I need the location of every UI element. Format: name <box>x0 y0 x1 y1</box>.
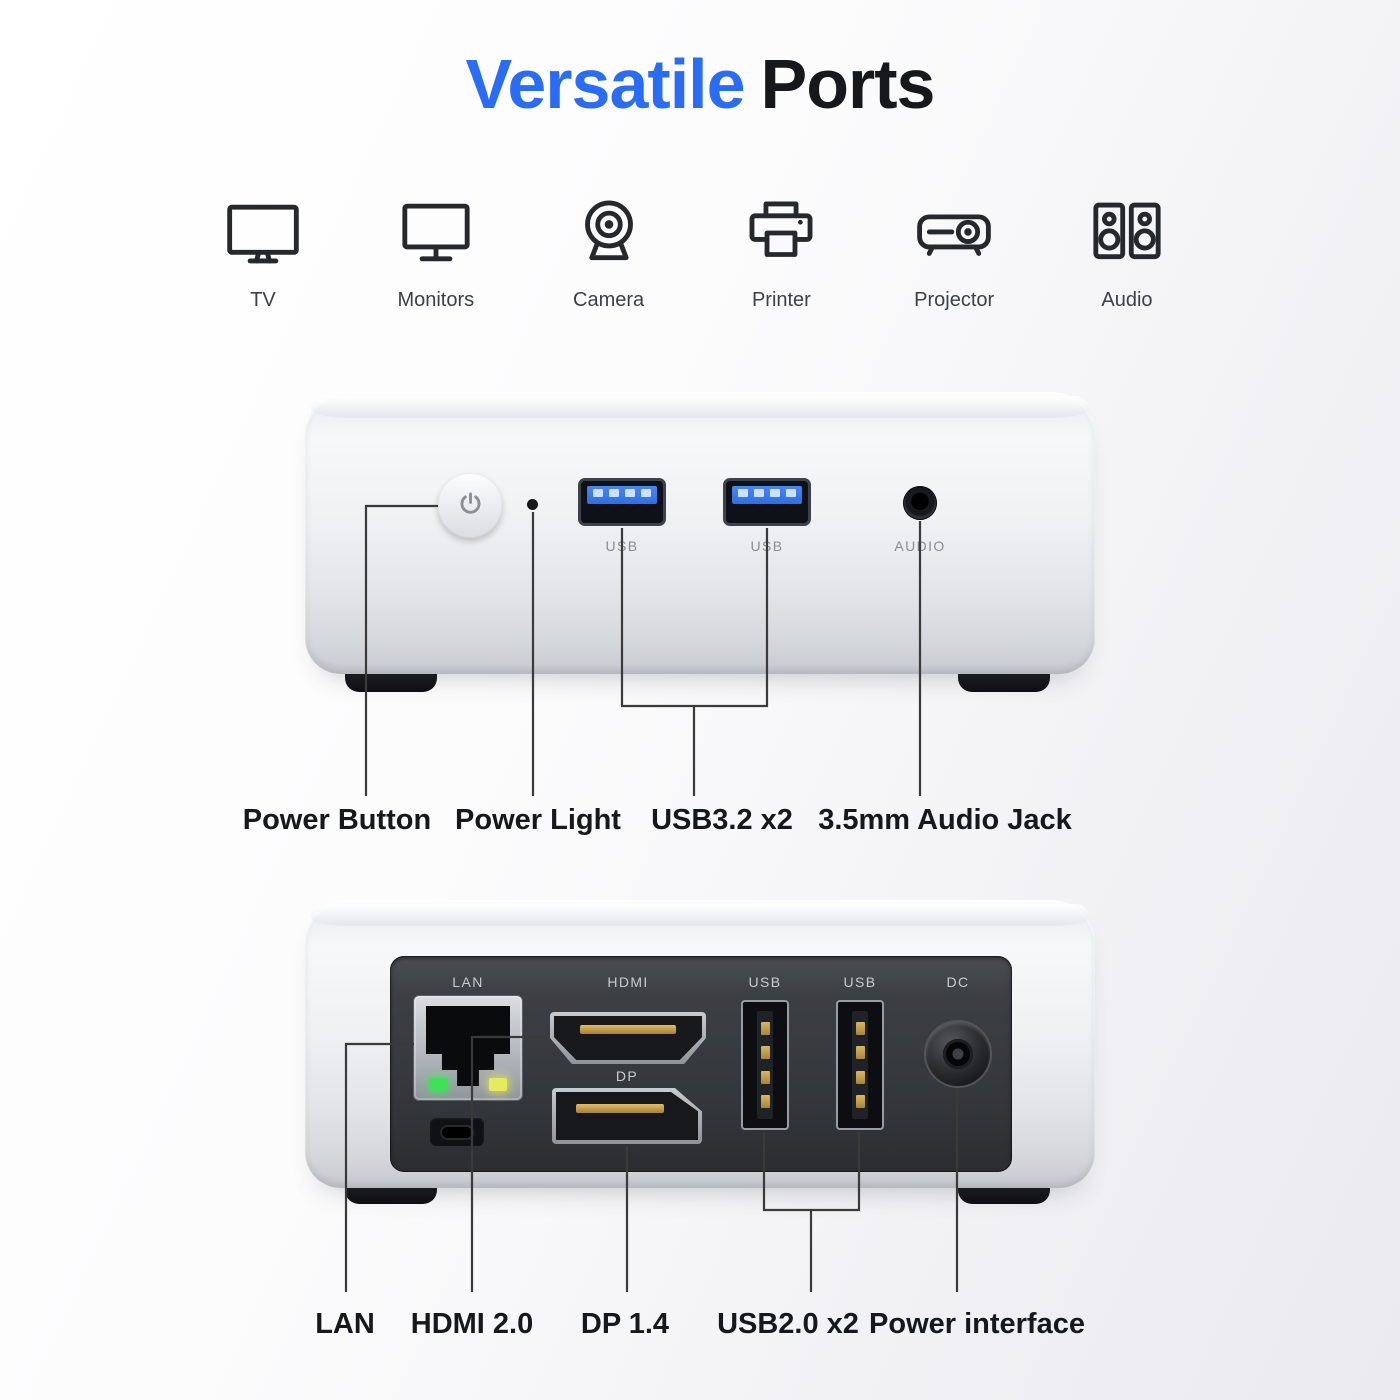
audio-port-label: AUDIO <box>894 538 946 554</box>
device-label: Audio <box>1101 289 1153 311</box>
tv-icon <box>220 190 306 281</box>
device-label: Camera <box>573 289 645 311</box>
lan-port-label: LAN <box>452 974 484 990</box>
dp-opening <box>556 1092 698 1140</box>
device-item-projector: Projector <box>879 190 1029 312</box>
usb-port-label: USB <box>748 974 782 990</box>
monitor-icon <box>393 190 479 281</box>
device-icons-row: TV Monitors Camera Printer Projector <box>188 190 1202 312</box>
power-light-led <box>527 499 538 510</box>
lan-led-yellow <box>489 1078 507 1091</box>
callout-lan: LAN <box>315 1308 375 1340</box>
hdmi-pins <box>580 1025 676 1034</box>
device-label: Projector <box>914 289 995 311</box>
webcam-icon <box>566 190 652 281</box>
usb2-port-1 <box>741 1000 789 1130</box>
device-label: Printer <box>751 289 811 311</box>
device-label: Monitors <box>397 289 475 311</box>
lock-slot-opening <box>442 1126 472 1138</box>
printer-icon <box>738 190 824 281</box>
callout-usb32: USB3.2 x2 <box>651 804 793 836</box>
callout-audio-jack: 3.5mm Audio Jack <box>818 804 1072 836</box>
lan-port <box>414 996 522 1100</box>
device-item-audio: Audio <box>1052 190 1202 312</box>
usb-tongue <box>757 1011 773 1119</box>
usb-tongue <box>587 486 657 504</box>
title-highlight: Versatile <box>465 45 746 123</box>
callout-usb20: USB2.0 x2 <box>717 1308 859 1340</box>
usb-port-label: USB <box>843 974 877 990</box>
callout-power-light: Power Light <box>455 804 621 836</box>
device-item-printer: Printer <box>706 190 856 312</box>
device-item-tv: TV <box>188 190 338 312</box>
dp-port-label: DP <box>615 1068 639 1084</box>
usb2-port-2 <box>836 1000 884 1130</box>
usb-tongue <box>732 486 802 504</box>
device-label: TV <box>250 289 276 311</box>
power-icon <box>457 490 484 522</box>
dc-power-port <box>926 1022 990 1086</box>
callout-power-interface: Power interface <box>869 1308 1085 1340</box>
speakers-icon <box>1084 190 1170 281</box>
power-button <box>438 474 502 538</box>
lock-slot <box>430 1118 484 1146</box>
usb3-port-1 <box>578 478 666 526</box>
hdmi-opening <box>554 1016 702 1060</box>
dc-port-label: DC <box>946 974 970 990</box>
dp-pins <box>576 1104 664 1113</box>
callout-hdmi: HDMI 2.0 <box>410 1308 534 1340</box>
usb-port-label: USB <box>605 538 639 554</box>
device-item-camera: Camera <box>534 190 684 312</box>
projector-icon <box>911 190 997 281</box>
hdmi-port-label: HDMI <box>607 974 649 990</box>
usb3-port-2 <box>723 478 811 526</box>
dc-pin <box>952 1048 964 1060</box>
usb-tongue <box>852 1011 868 1119</box>
hdmi-port <box>550 1012 706 1064</box>
dp-port <box>552 1088 702 1144</box>
title-rest: Ports <box>760 45 936 123</box>
audio-jack-port <box>903 486 937 520</box>
usb-port-label: USB <box>750 538 784 554</box>
callout-dp: DP 1.4 <box>580 1308 670 1340</box>
mini-pc-front-view <box>305 392 1095 674</box>
lan-led-green <box>429 1078 447 1091</box>
callout-power-button: Power Button <box>242 804 432 836</box>
device-item-monitors: Monitors <box>361 190 511 312</box>
